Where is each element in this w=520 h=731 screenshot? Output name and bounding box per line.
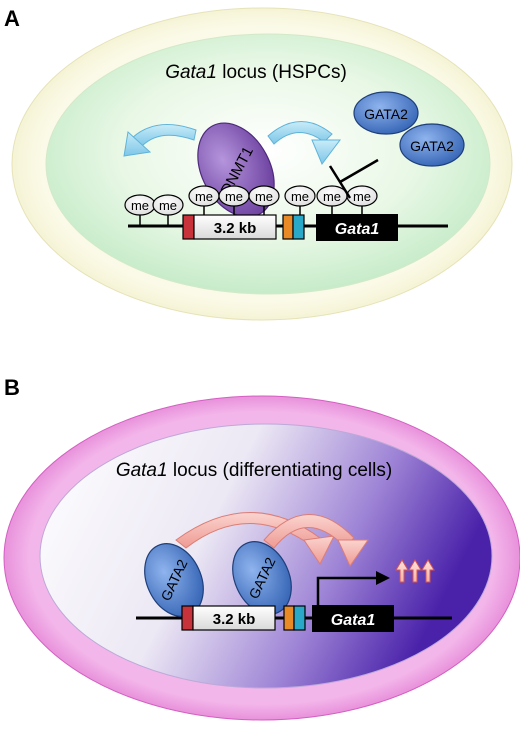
up-arrow-icon [395,559,409,583]
panel-a-orange-element [282,214,294,240]
panel-a-gata2-bottom: GATA2 [399,123,465,167]
panel-b-red-element [181,605,194,631]
panel-a-kb-label: 3.2 kb [214,220,257,237]
panel-a-title-gene: Gata1 [165,62,217,83]
panel-b-kb-label: 3.2 kb [213,611,256,628]
panel-b: B Gata1 locus (differentiating cells) GA… [3,375,520,721]
methyl-label: me [159,198,177,213]
panel-b-title-gene: Gata1 [116,460,168,481]
panel-b-transcription-arrow [316,571,390,605]
panel-b-letter: B [4,375,20,400]
panel-a-gene-box [316,214,398,241]
panel-a-red-element [182,214,195,240]
panel-b-blue-element [293,605,306,631]
panel-b-gene-label: Gata1 [331,612,376,629]
panel-b-curved-arrow-2 [263,514,369,568]
panel-b-gene-box [312,605,394,632]
methyl-label: me [195,189,213,204]
panel-b-orange-element [283,605,295,631]
panel-a-right-curved-arrow [267,121,341,165]
panel-b-gata2-left: GATA2 [144,543,204,617]
panel-a-title: Gata1 locus (HSPCs) [165,62,347,83]
up-arrow-icon [421,559,435,583]
panel-b-upregulation-arrows [395,559,435,583]
methyl-label: me [131,198,149,213]
panel-b-curved-arrow-1 [175,512,335,565]
panel-a-inhibition-arrow [328,158,379,199]
panel-a-gata2-top: GATA2 [353,91,419,135]
up-arrow-icon [408,559,422,583]
panel-b-gata2-right: GATA2 [232,541,292,615]
panel-b-title-rest: locus (differentiating cells) [168,460,393,481]
panel-a-left-curved-arrow [123,124,197,157]
panel-a-gene-label: Gata1 [335,221,380,238]
methyl-label: me [323,189,341,204]
methyl-label: me [353,189,371,204]
methyl-mark: me [316,185,348,226]
panel-a-gata2-bottom-label: GATA2 [410,138,454,154]
panel-b-title: Gata1 locus (differentiating cells) [116,460,392,481]
methyl-mark: me [346,185,378,226]
methyl-label: me [291,189,309,204]
methyl-label: me [255,189,273,204]
panel-a-letter: A [4,6,20,31]
panel-a-title-rest: locus (HSPCs) [217,62,347,83]
panel-a-gata2-top-label: GATA2 [364,106,408,122]
panel-b-3kb-box [192,605,276,631]
methyl-label: me [225,189,243,204]
methyl-mark: me [152,194,184,226]
panel-a-blue-element [292,214,305,240]
panel-a-3kb-box [193,214,277,240]
